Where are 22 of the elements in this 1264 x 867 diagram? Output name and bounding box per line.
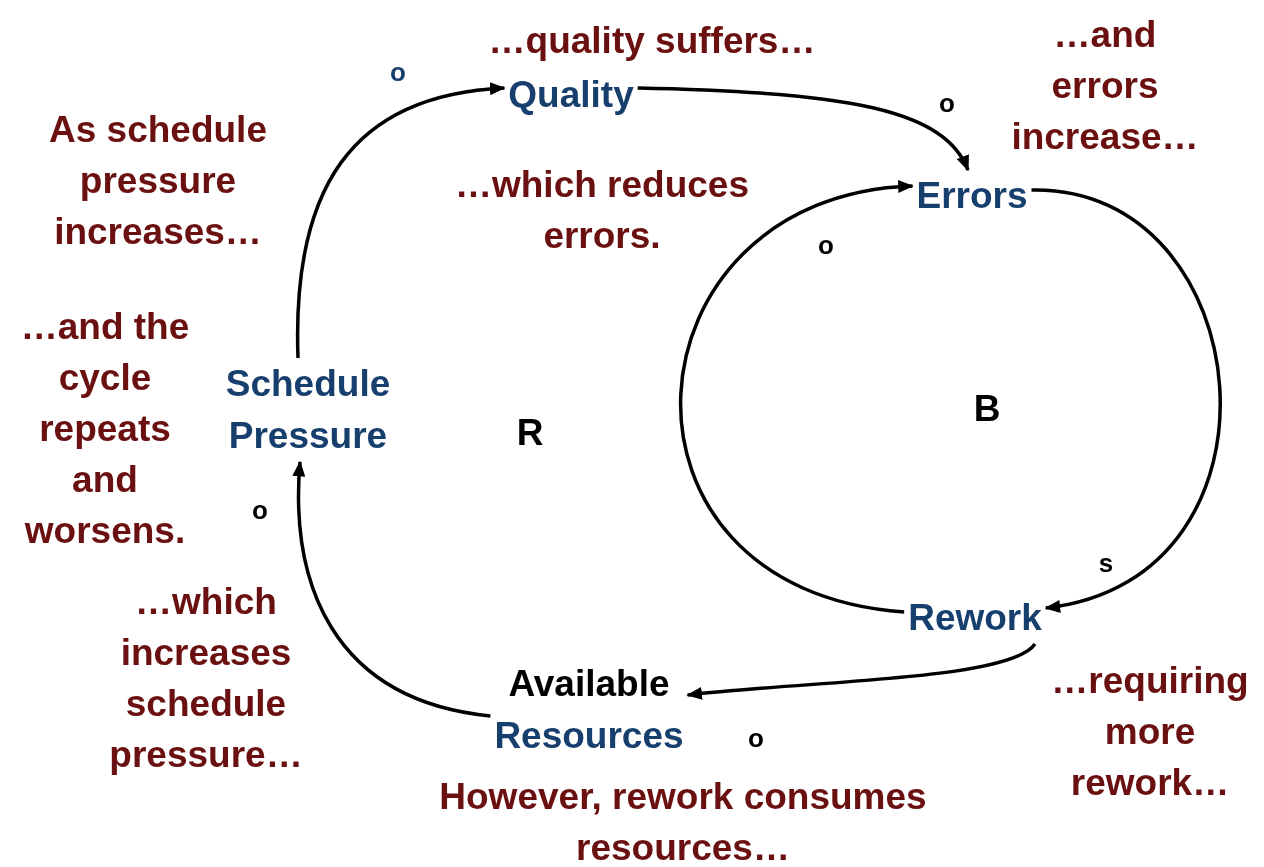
annotation: …quality suffers… bbox=[487, 18, 817, 63]
annotation: As schedule pressure increases… bbox=[48, 107, 268, 254]
arrow bbox=[686, 642, 1037, 700]
arrow bbox=[637, 86, 970, 172]
node-label: Schedule Pressure bbox=[224, 362, 392, 458]
loop-label: B bbox=[972, 386, 1002, 431]
arrow bbox=[679, 181, 914, 614]
loop-label: R bbox=[515, 410, 545, 455]
node-label: Available bbox=[507, 662, 671, 706]
node-label: Quality bbox=[508, 73, 634, 117]
annotation: …and the cycle repeats and worsens. bbox=[19, 304, 191, 553]
arrow bbox=[1031, 188, 1222, 611]
annotation: …and errors increase… bbox=[1010, 12, 1200, 159]
node-label: Errors bbox=[916, 174, 1028, 218]
annotation: …which increases schedule pressure… bbox=[108, 580, 304, 777]
arrow bbox=[292, 460, 491, 718]
node-label: Rework bbox=[908, 596, 1042, 640]
annotation: However, rework consumes resources… bbox=[438, 775, 928, 867]
node-label: Resources bbox=[494, 714, 684, 758]
arrow bbox=[296, 82, 506, 358]
annotation: …requiring more rework… bbox=[1050, 658, 1250, 805]
annotation: …which reduces errors. bbox=[454, 163, 750, 258]
